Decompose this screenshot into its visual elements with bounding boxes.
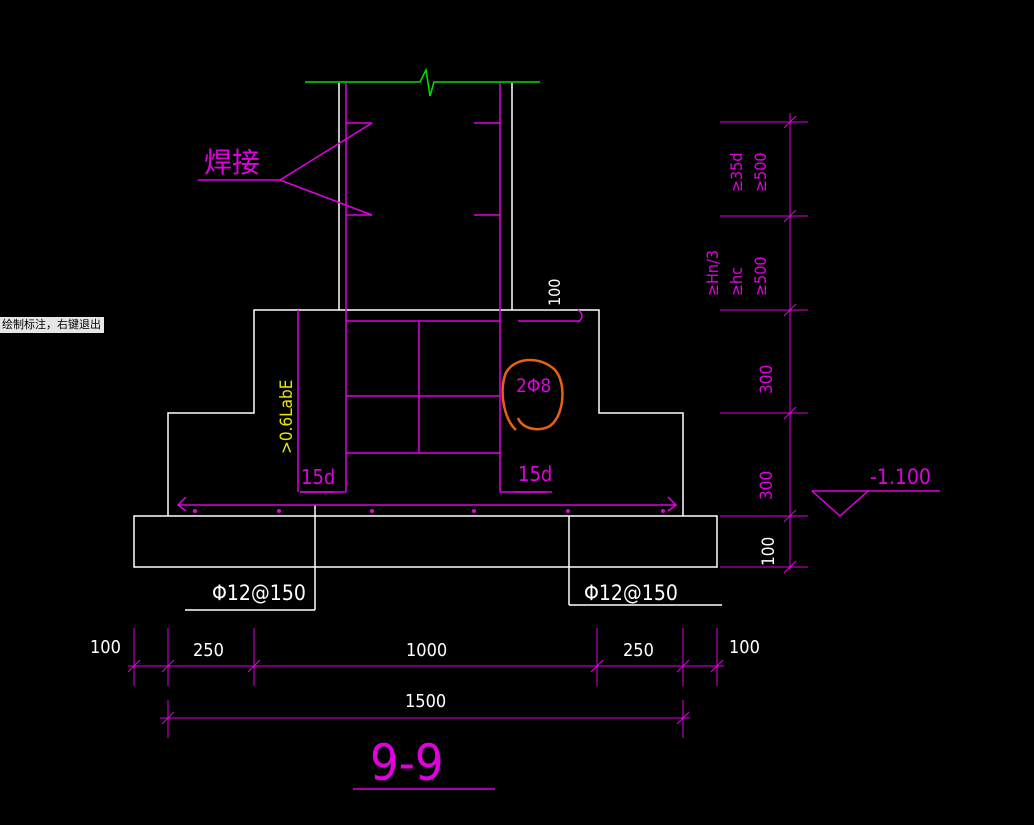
dim-seg4: 300 [757,471,777,500]
highlight-circle [501,358,564,431]
dim-bottom-2: 250 [193,640,224,661]
dim-seg2-line3: ≥500 [751,256,770,296]
dim-seg2-line2: ≥hc [727,267,746,296]
section-label: 9-9 [370,734,443,792]
dim-seg5: 100 [759,537,779,566]
hook-left-label: 15d [301,465,335,489]
dim-bottom-4: 250 [623,640,654,661]
hook-right-label: 15d [518,462,552,486]
bottom-rebar-right-label: Φ12@150 [584,581,678,605]
elevation-label: -1.100 [870,465,931,489]
cover-top-label: 100 [545,279,564,306]
stirrup-label: 2Φ8 [516,375,551,397]
weld-label: 焊接 [204,146,260,179]
rebar-dots [193,509,665,513]
right-dimension-texts: ≥35d ≥500 ≥Hn/3 ≥hc ≥500 300 300 100 [703,152,779,566]
dim-seg3: 300 [757,365,777,394]
column [338,83,513,310]
dim-seg1-line2: ≥500 [751,152,770,192]
dim-bottom-1: 100 [90,637,121,658]
elevation-marker [811,490,940,518]
dim-bottom-5: 100 [729,637,760,658]
column-break-line [305,67,540,97]
dim-bottom-3: 1000 [406,640,447,661]
blinding-layer [133,505,722,611]
bottom-dimension-texts: 100 250 1000 250 100 1500 [90,637,760,712]
rebar [176,83,678,512]
footing-outline [167,309,684,516]
bottom-rebar-left-label: Φ12@150 [212,581,306,605]
dim-seg2-line1: ≥Hn/3 [703,250,722,296]
anchorage-label: >0.6LabE [277,380,297,454]
right-dimension-chain [720,113,808,574]
bottom-dimension-chain [127,628,724,738]
dim-bottom-total: 1500 [405,691,446,712]
command-tooltip: 绘制标注，右键退出 [0,317,104,333]
dim-seg1-line1: ≥35d [727,152,746,192]
